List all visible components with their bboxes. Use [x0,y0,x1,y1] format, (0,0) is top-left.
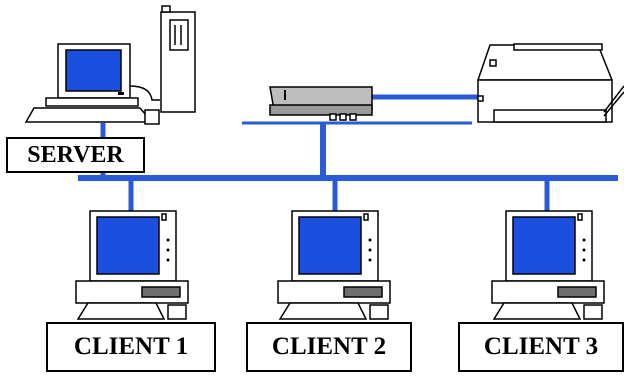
server-computer-icon [24,43,160,125]
tower-case-icon [160,5,196,113]
client-computer-icon [491,210,605,320]
client-computer-icon [277,210,391,320]
client2-label: CLIENT 2 [246,322,412,372]
network-links [78,94,618,212]
hub-icon [269,86,373,121]
clients [75,210,605,320]
client3-label: CLIENT 3 [458,322,624,372]
client-computer-icon [75,210,189,320]
client1-label: CLIENT 1 [46,322,216,372]
printer-icon [476,43,624,123]
server-label: SERVER [6,137,145,173]
